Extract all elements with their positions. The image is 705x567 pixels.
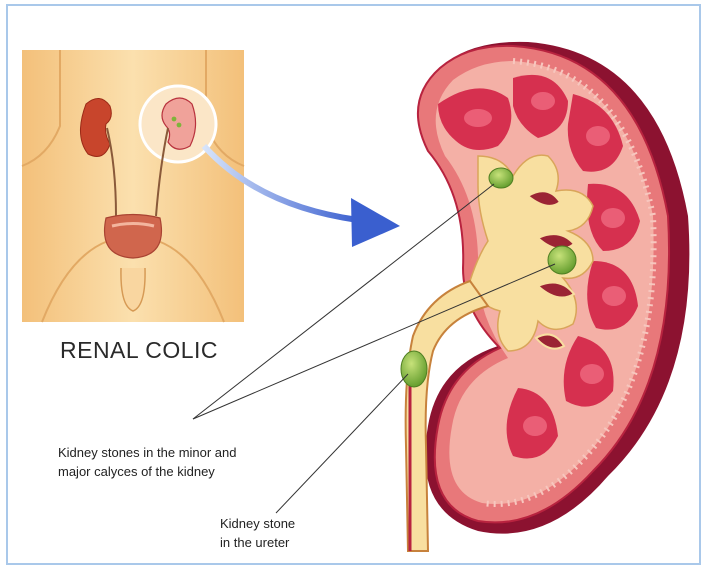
kidney-cross-section	[401, 42, 689, 551]
panel-title-text: RENAL COLIC	[60, 337, 218, 364]
ureter-label-line2: in the ureter	[220, 533, 360, 552]
ureter-label-line1: Kidney stone	[220, 514, 360, 533]
torso-panel	[22, 50, 244, 322]
stone-major-calyx	[548, 246, 576, 274]
calyces-label-line1: Kidney stones in the minor and	[58, 443, 308, 462]
stone-ureter	[401, 351, 427, 387]
bladder	[105, 215, 162, 259]
diagram-frame: RENAL COLIC Kidney stones in the minor a…	[6, 4, 701, 565]
panel-title: RENAL COLIC	[60, 337, 218, 364]
ureter-stone-label: Kidney stone in the ureter	[220, 514, 360, 552]
calyces-label-line2: major calyces of the kidney	[58, 462, 308, 481]
calyces-stone-label: Kidney stones in the minor and major cal…	[58, 443, 308, 481]
